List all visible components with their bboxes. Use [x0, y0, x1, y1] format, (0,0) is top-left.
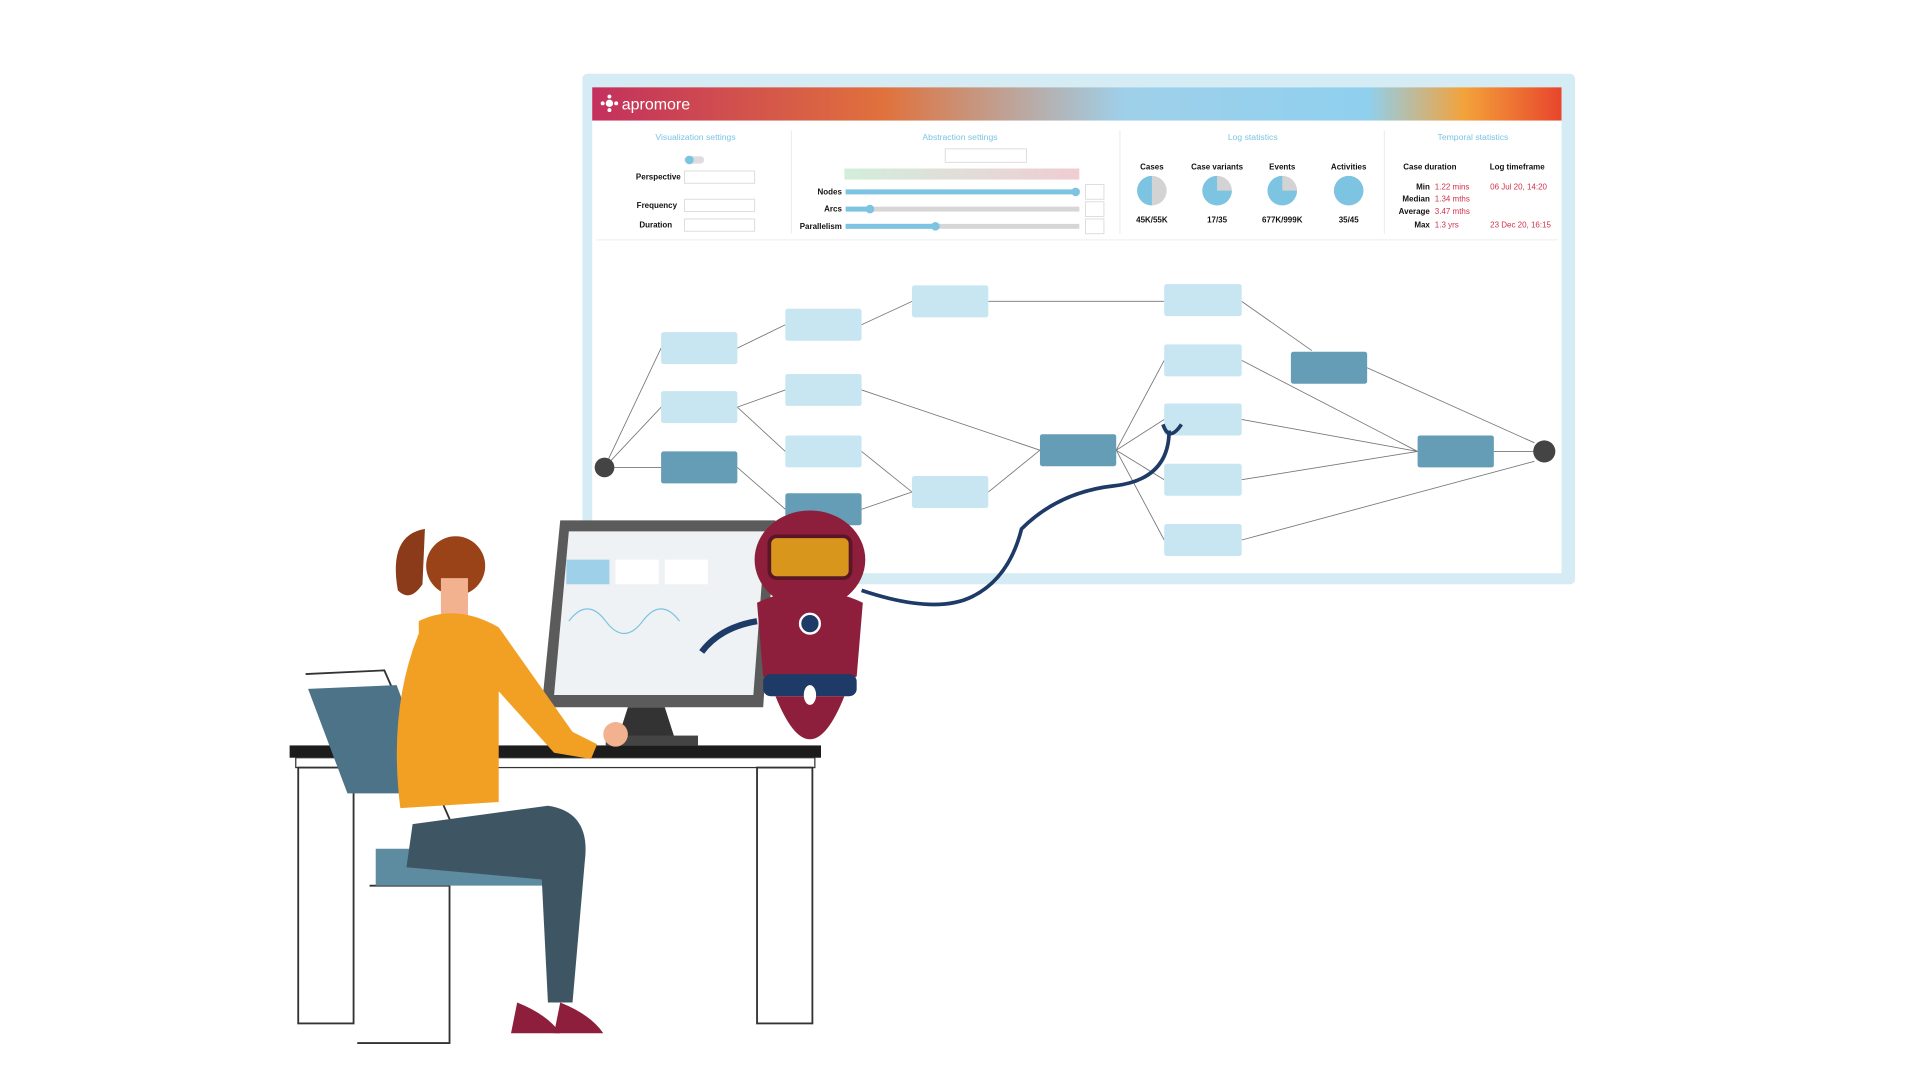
stat-pie-slice: [1333, 175, 1364, 206]
apromore-logo-icon: [600, 94, 619, 113]
stat-label: Case variants: [1191, 163, 1243, 172]
case-duration-label: Case duration: [1403, 163, 1456, 172]
activity-node[interactable]: [661, 391, 738, 424]
stat-label: Cases: [1140, 163, 1164, 172]
temporal-statistics-title: Temporal statistics: [1438, 132, 1509, 142]
activity-node[interactable]: [1164, 284, 1242, 317]
duration-label: Duration: [639, 221, 672, 230]
frequency-input[interactable]: [683, 198, 756, 213]
slider-fill: [845, 206, 874, 212]
stat-value: 35/45: [1339, 216, 1360, 225]
frequency-label: Frequency: [637, 201, 678, 210]
slider-handle[interactable]: [1071, 187, 1080, 197]
activity-node[interactable]: [1164, 524, 1242, 556]
color-scale-bar: [844, 168, 1080, 180]
slider-track[interactable]: [845, 206, 1080, 212]
slider-label: Nodes: [818, 187, 843, 196]
stat-pie-slice: [1137, 175, 1152, 206]
timeframe-value: 06 Jul 20, 14:20: [1490, 182, 1547, 191]
timeframe-value: 23 Dec 20, 16:15: [1490, 221, 1551, 230]
stat-value: 677K/999K: [1262, 216, 1303, 225]
header-bar: [592, 87, 1562, 121]
activity-node[interactable]: [1164, 344, 1242, 377]
computer-monitor: [541, 520, 776, 746]
stat-value: 17/35: [1207, 216, 1228, 225]
duration-row-value: 1.34 mths: [1435, 195, 1470, 204]
slider-value-input[interactable]: [1084, 201, 1105, 217]
nodes: [661, 284, 1494, 556]
stat-label: Activities: [1331, 163, 1367, 172]
end-event[interactable]: [1533, 440, 1556, 463]
robot-figure: [699, 423, 1183, 740]
stat-label: Events: [1269, 163, 1296, 172]
duration-row-label: Max: [1414, 221, 1430, 230]
duration-row-value: 1.22 mins: [1435, 182, 1470, 191]
desk: [289, 745, 822, 1025]
abstraction-input[interactable]: [944, 148, 1027, 163]
activity-node[interactable]: [1039, 434, 1117, 467]
slider-label: Arcs: [824, 205, 842, 214]
duration-row-value: 3.47 mths: [1435, 207, 1470, 216]
duration-row-label: Median: [1402, 195, 1430, 204]
activity-node[interactable]: [785, 435, 862, 468]
log-timeframe-label: Log timeframe: [1490, 163, 1546, 172]
activity-node[interactable]: [1417, 435, 1494, 468]
slider-fill: [845, 223, 940, 229]
activity-node[interactable]: [1164, 463, 1242, 496]
slider-fill: [845, 189, 1080, 195]
slider-label: Parallelism: [800, 222, 842, 231]
activity-node[interactable]: [785, 308, 862, 341]
logo-text: apromore: [622, 96, 691, 113]
duration-row-label: Average: [1399, 207, 1431, 216]
stat-pie-slice: [1202, 175, 1232, 206]
log-statistics-title: Log statistics: [1228, 132, 1278, 142]
robot-visor: [767, 534, 853, 580]
visualization-settings-title: Visualization settings: [655, 132, 735, 142]
slider-handle[interactable]: [865, 204, 875, 214]
slider-handle[interactable]: [931, 222, 940, 231]
activity-node[interactable]: [1290, 351, 1368, 384]
edges: [604, 300, 1535, 541]
activity-node[interactable]: [912, 476, 989, 509]
woman-figure: [395, 528, 628, 1034]
perspective-label: Perspective: [636, 173, 681, 182]
activity-node[interactable]: [912, 285, 989, 318]
activity-node[interactable]: [661, 332, 738, 365]
perspective-input[interactable]: [683, 170, 756, 184]
slider-value-input[interactable]: [1084, 218, 1105, 235]
duration-row-value: 1.3 yrs: [1435, 221, 1459, 230]
dashboard-window: apromore Visualization settings Perspect…: [582, 73, 1576, 585]
stat-value: 45K/55K: [1136, 216, 1168, 225]
duration-input[interactable]: [683, 218, 756, 232]
slider-value-input[interactable]: [1084, 184, 1105, 200]
activity-node[interactable]: [785, 373, 862, 406]
slider-track[interactable]: [845, 223, 1080, 229]
stat-pie-slice: [1267, 175, 1298, 206]
activity-node[interactable]: [1164, 403, 1242, 436]
duration-row-label: Min: [1416, 182, 1430, 191]
process-map: [594, 284, 1556, 556]
perspective-toggle[interactable]: [684, 155, 705, 165]
robot-cable: [861, 430, 1171, 607]
start-event[interactable]: [594, 457, 615, 478]
activity-node[interactable]: [661, 451, 738, 484]
abstraction-settings-title: Abstraction settings: [922, 132, 997, 142]
